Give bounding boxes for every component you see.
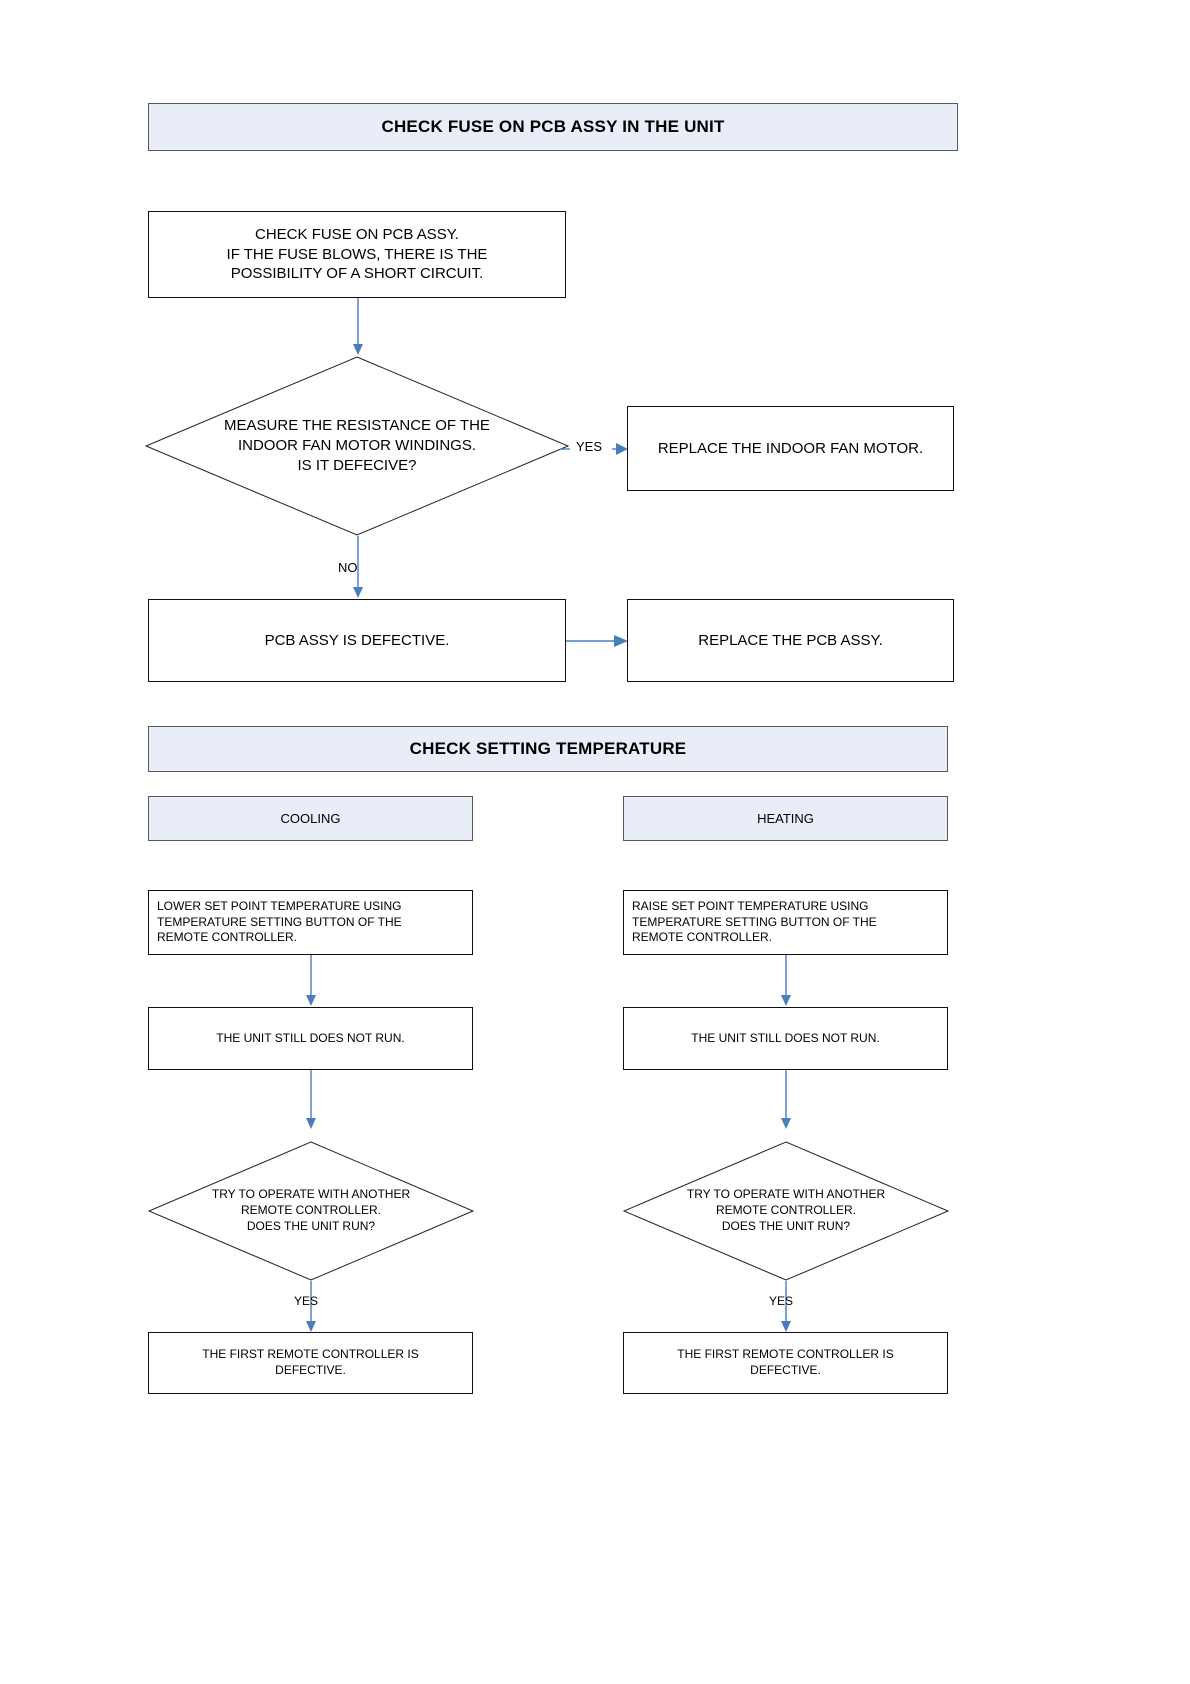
connector-heating-yes-to-result	[781, 1281, 791, 1332]
process-box-heating-step2: THE UNIT STILL DOES NOT RUN.	[623, 1007, 948, 1070]
process-box-pcb-assy-defective-text: PCB ASSY IS DEFECTIVE.	[264, 631, 450, 649]
decision-diamond-shape	[144, 356, 570, 536]
edge-label-heating-yes: YES	[769, 1294, 794, 1308]
process-box-heating-step1: RAISE SET POINT TEMPERATURE USING TEMPER…	[623, 890, 948, 955]
decision-diamond-heating-another-remote: TRY TO OPERATE WITH ANOTHER REMOTE CONTR…	[622, 1141, 950, 1281]
process-box-replace-pcb-assy-text: REPLACE THE PCB ASSY.	[698, 631, 883, 649]
process-box-check-fuse: CHECK FUSE ON PCB ASSY. IF THE FUSE BLOW…	[148, 211, 566, 298]
subheader-cooling: COOLING	[148, 796, 473, 841]
process-box-heating-step1-text: RAISE SET POINT TEMPERATURE USING TEMPER…	[632, 898, 877, 945]
process-box-cooling-step1-text: LOWER SET POINT TEMPERATURE USING TEMPER…	[157, 898, 402, 945]
section-banner-check-fuse: CHECK FUSE ON PCB ASSY IN THE UNIT	[148, 103, 958, 151]
connector-cooling-step2-to-decision	[306, 1070, 316, 1129]
connector-checkfuse-to-decision	[353, 298, 363, 355]
subheader-cooling-label: COOLING	[280, 811, 341, 826]
process-box-replace-indoor-fan-motor-text: REPLACE THE INDOOR FAN MOTOR.	[657, 439, 924, 457]
subheader-heating-label: HEATING	[757, 811, 814, 826]
edge-label-cooling-yes: YES	[294, 1294, 319, 1308]
process-box-cooling-step2-text: THE UNIT STILL DOES NOT RUN.	[216, 1030, 405, 1045]
connector-cooling-step1-to-step2	[306, 955, 316, 1006]
banner-label: CHECK FUSE ON PCB ASSY IN THE UNIT	[381, 117, 725, 136]
connector-yes-to-replace-motor	[560, 443, 628, 455]
process-box-cooling-step1: LOWER SET POINT TEMPERATURE USING TEMPER…	[148, 890, 473, 955]
decision-diamond-cooling-shape	[147, 1141, 475, 1281]
process-box-heating-result-text: THE FIRST REMOTE CONTROLLER IS DEFECTIVE…	[677, 1347, 894, 1377]
connector-no-to-pcb-defective	[353, 536, 363, 598]
process-box-replace-indoor-fan-motor: REPLACE THE INDOOR FAN MOTOR.	[627, 406, 954, 491]
process-box-replace-pcb-assy: REPLACE THE PCB ASSY.	[627, 599, 954, 682]
edge-label-no: NO	[338, 560, 358, 575]
connector-heating-step1-to-step2	[781, 955, 791, 1006]
edge-label-yes: YES	[576, 439, 603, 454]
process-box-cooling-result-text: THE FIRST REMOTE CONTROLLER IS DEFECTIVE…	[202, 1347, 419, 1377]
connector-heating-step2-to-decision	[781, 1070, 791, 1129]
process-box-heating-step2-text: THE UNIT STILL DOES NOT RUN.	[691, 1030, 880, 1045]
process-box-pcb-assy-defective: PCB ASSY IS DEFECTIVE.	[148, 599, 566, 682]
decision-diamond-cooling-another-remote: TRY TO OPERATE WITH ANOTHER REMOTE CONTR…	[147, 1141, 475, 1281]
banner-label-2: CHECK SETTING TEMPERATURE	[409, 739, 687, 758]
subheader-heating: HEATING	[623, 796, 948, 841]
process-box-heating-result: THE FIRST REMOTE CONTROLLER IS DEFECTIVE…	[623, 1332, 948, 1394]
connector-cooling-yes-to-result	[306, 1281, 316, 1332]
decision-diamond-heating-shape	[622, 1141, 950, 1281]
section-banner-check-setting-temperature: CHECK SETTING TEMPERATURE	[148, 726, 948, 772]
process-box-check-fuse-text: CHECK FUSE ON PCB ASSY. IF THE FUSE BLOW…	[226, 225, 488, 283]
process-box-cooling-step2: THE UNIT STILL DOES NOT RUN.	[148, 1007, 473, 1070]
process-box-cooling-result: THE FIRST REMOTE CONTROLLER IS DEFECTIVE…	[148, 1332, 473, 1394]
decision-diamond-motor-resistance: MEASURE THE RESISTANCE OF THE INDOOR FAN…	[144, 356, 570, 536]
connector-pcb-to-replace-pcb	[566, 635, 628, 647]
